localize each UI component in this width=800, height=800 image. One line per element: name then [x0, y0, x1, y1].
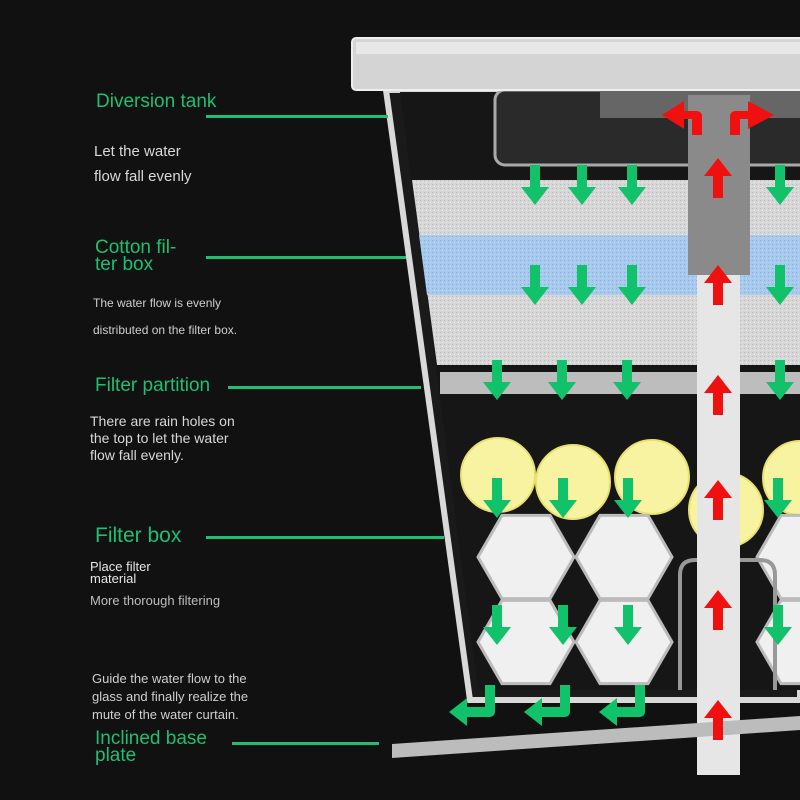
desc-cotton-filter-box: The water flow is evenly distributed on …	[93, 290, 237, 344]
flow-down-arrow-icon	[614, 605, 642, 645]
pointer-line	[228, 386, 421, 389]
label-filter-box: Filter box	[95, 524, 182, 547]
flow-up-arrow-icon	[704, 480, 732, 520]
label-inclined-base-plate: Inclined base plate	[95, 728, 207, 766]
flow-down-arrow-icon	[613, 360, 641, 400]
desc-line: Guide the water flow to the	[92, 671, 247, 686]
filter-hex-block	[476, 513, 576, 601]
flow-turn-arrow-icon	[599, 685, 645, 726]
flow-down-arrow-icon	[521, 165, 549, 205]
desc-filter-partition: There are rain holes on the top to let t…	[90, 413, 235, 464]
desc-filter-box: Place filter material More thorough filt…	[90, 559, 221, 608]
pointer-line	[206, 115, 388, 118]
flow-up-arrow-icon	[704, 375, 732, 415]
flow-up-arrow-icon	[704, 590, 732, 630]
desc-line: flow fall evenly.	[90, 447, 184, 463]
flow-up-arrow-icon	[704, 265, 732, 305]
label-cotton-filter-box: Cotton fil- ter box	[95, 237, 177, 275]
flow-split-left-arrow-icon	[662, 101, 702, 135]
desc-line: flow fall evenly	[94, 168, 192, 185]
desc-line: the top to let the water	[90, 430, 229, 446]
filter-hex-block	[574, 513, 674, 601]
flow-down-arrow-icon	[549, 605, 577, 645]
flow-down-arrow-icon	[568, 265, 596, 305]
flow-down-arrow-icon	[764, 605, 792, 645]
flow-down-arrow-icon	[618, 165, 646, 205]
desc-line: There are rain holes on	[90, 413, 235, 429]
label-filter-partition: Filter partition	[95, 375, 211, 396]
pointer-line	[232, 742, 379, 745]
filter-hex-block	[574, 598, 674, 686]
label-diversion-tank: Diversion tank	[96, 91, 217, 112]
title-line: plate	[95, 745, 137, 766]
flow-turn-arrow-icon	[524, 685, 570, 726]
flow-down-arrow-icon	[549, 478, 577, 518]
flow-down-arrow-icon	[766, 265, 794, 305]
desc-line: mute of the water curtain.	[92, 707, 239, 722]
flow-down-arrow-icon	[568, 165, 596, 205]
desc-line: Place filter	[90, 559, 151, 574]
title-line: ter box	[95, 254, 154, 275]
title-line: Cotton fil-	[95, 237, 177, 258]
desc-inclined-base-plate: Guide the water flow to the glass and fi…	[92, 670, 248, 724]
desc-line: The water flow is evenly	[93, 296, 222, 310]
flow-down-arrow-icon	[764, 478, 792, 518]
flow-down-arrow-icon	[618, 265, 646, 305]
flow-down-arrow-icon	[483, 605, 511, 645]
desc-line: distributed on the filter box.	[93, 323, 238, 337]
pointer-line	[206, 256, 406, 259]
desc-line: material	[90, 571, 137, 586]
flow-down-arrow-icon	[614, 478, 642, 518]
pointer-line	[206, 536, 444, 539]
filter-ball	[614, 439, 690, 515]
flow-split-right-arrow-icon	[730, 101, 774, 135]
flow-down-arrow-icon	[766, 165, 794, 205]
filter-hex-block	[755, 513, 800, 601]
flow-down-arrow-icon	[521, 265, 549, 305]
return-pipe	[697, 275, 740, 775]
flow-turn-arrow-icon	[449, 685, 495, 726]
flow-down-arrow-icon	[766, 360, 794, 400]
desc-line: Let the water	[94, 143, 181, 160]
flow-down-arrow-icon	[548, 360, 576, 400]
filter-ball	[535, 444, 611, 520]
flow-up-arrow-icon	[704, 158, 732, 198]
inclined-base-plate	[392, 716, 800, 758]
desc-line: glass and finally realize the	[92, 689, 249, 704]
title-line: Inclined base	[95, 728, 207, 749]
desc-line: More thorough filtering	[90, 593, 221, 608]
flow-up-arrow-icon	[704, 700, 732, 740]
desc-diversion-tank: Let the water flow fall evenly	[94, 139, 192, 189]
flow-down-arrow-icon	[483, 478, 511, 518]
flow-down-arrow-icon	[483, 360, 511, 400]
